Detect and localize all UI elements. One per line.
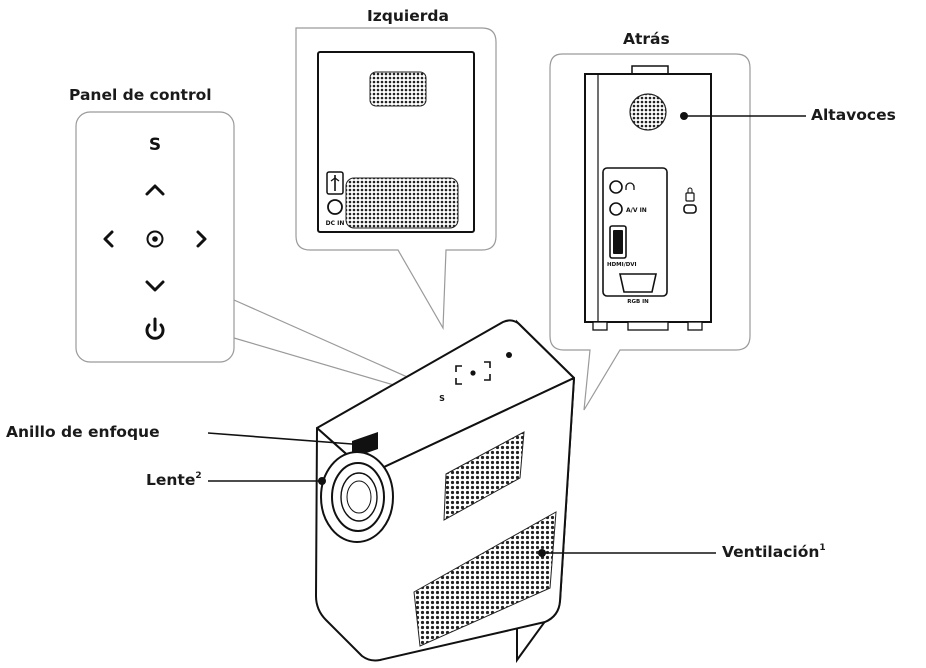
- left-side-callout: DC IN: [295, 27, 497, 331]
- lens-text: Lente: [146, 471, 196, 489]
- left-small-vent: [369, 71, 427, 107]
- hdmi-port: HDMI/DVI: [607, 225, 637, 268]
- av-in-label: A/V IN: [626, 207, 647, 214]
- power-icon: [145, 317, 165, 340]
- control-panel-title: Panel de control: [69, 86, 212, 104]
- ok-button-icon: [146, 230, 164, 248]
- lens-label: Lente2: [146, 471, 202, 489]
- av-in-jack: A/V IN: [609, 202, 647, 216]
- rgb-in-port: RGB IN: [619, 273, 657, 305]
- up-arrow-icon: [145, 184, 165, 196]
- left-side-title: Izquierda: [367, 7, 449, 25]
- control-panel-callout: S: [75, 111, 439, 399]
- lens-footnote: 2: [195, 471, 202, 481]
- dc-in-label: DC IN: [326, 220, 345, 227]
- headphone-icon: [625, 182, 635, 190]
- down-arrow-icon: [145, 280, 165, 292]
- back-side-callout: A/V IN HDMI/DVI RGB IN: [549, 53, 806, 411]
- right-arrow-icon: [196, 230, 207, 248]
- vent-label: Ventilación1: [722, 543, 826, 561]
- front-lower-vent: [413, 511, 557, 647]
- security-lock-icon: [683, 187, 697, 214]
- vent-text: Ventilación: [722, 543, 820, 561]
- usb-icon: [326, 171, 344, 195]
- projector-body: S: [207, 319, 716, 664]
- hdmi-label: HDMI/DVI: [607, 262, 637, 268]
- left-arrow-icon: [103, 230, 114, 248]
- back-side-title: Atrás: [623, 30, 670, 48]
- focus-ring-label: Anillo de enfoque: [6, 423, 160, 441]
- front-upper-vent: [443, 431, 525, 521]
- headphone-jack: [609, 180, 635, 194]
- top-power-icon: [506, 352, 512, 358]
- vent-footnote: 1: [819, 543, 826, 553]
- top-dpad: [455, 361, 491, 385]
- control-s-key: S: [149, 135, 161, 155]
- back-speaker: [629, 93, 667, 131]
- rgb-in-label: RGB IN: [627, 299, 649, 305]
- speakers-label: Altavoces: [811, 106, 896, 124]
- left-large-vent: [345, 177, 459, 229]
- lens-assembly: [320, 451, 394, 543]
- top-s-key: S: [439, 394, 445, 403]
- dc-in-jack: DC IN: [326, 199, 345, 227]
